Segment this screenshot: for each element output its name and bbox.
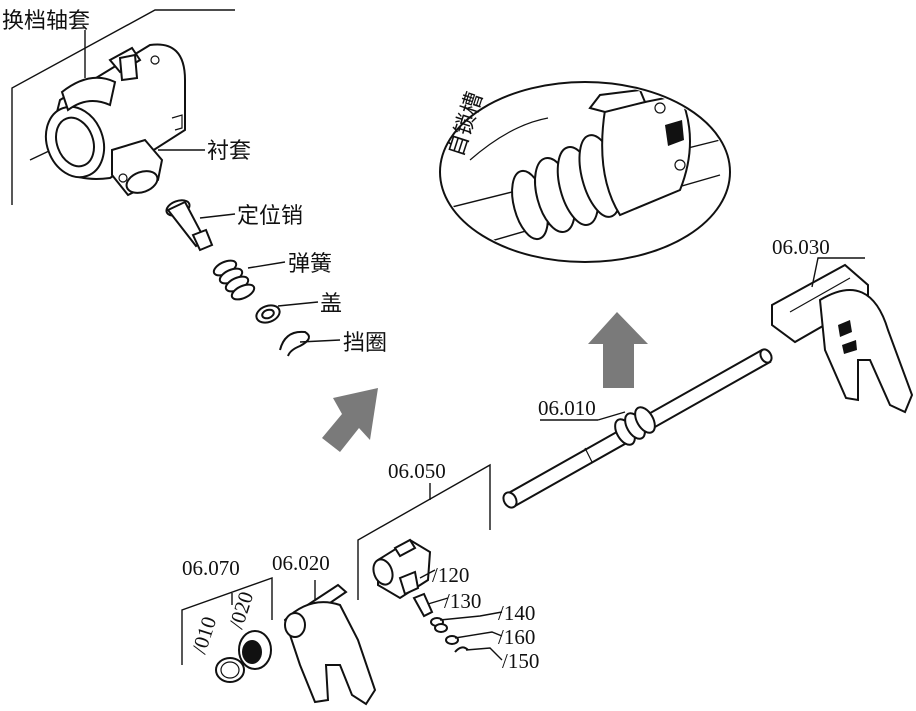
- sleeve-assembly-detail: 换档轴套 衬套 定位销 弹簧 盖 挡圈: [2, 9, 387, 357]
- part-number-130: /130: [444, 589, 481, 613]
- leader-160: [454, 631, 503, 639]
- label-retaining-ring: 挡圈: [343, 331, 387, 356]
- pin-part-small: [412, 592, 434, 618]
- ring-leader: [299, 339, 341, 343]
- part-number-010: /010: [187, 614, 221, 657]
- arrow-up: [588, 312, 648, 388]
- label-cap: 盖: [320, 292, 342, 317]
- label-bushing: 衬套: [207, 139, 251, 164]
- part-number-120: /120: [432, 563, 469, 587]
- cap-leader: [277, 301, 319, 307]
- spring-part: [212, 259, 256, 301]
- part-number-150: /150: [502, 649, 539, 673]
- fork-part-06-030: [771, 263, 914, 414]
- assembly-bracket-06-050: [357, 463, 491, 600]
- sleeve-bracket-line: [11, 9, 235, 205]
- retaining-ring-part: [279, 330, 310, 357]
- self-lock-groove-detail: 自锁槽: [439, 81, 731, 263]
- part-number-140: /140: [498, 601, 535, 625]
- part-number-06-030: 06.030: [772, 235, 830, 259]
- arrow-up-right: [322, 388, 378, 452]
- plug-part-06-070: [238, 630, 272, 670]
- pin-leader: [199, 213, 236, 219]
- locating-pin-part: [165, 199, 214, 252]
- spring-leader: [247, 261, 286, 269]
- part-number-06-010: 06.010: [538, 396, 596, 420]
- leader-06-030: [811, 257, 865, 288]
- ring-part-small: [454, 646, 469, 653]
- groove-leader: [469, 117, 549, 161]
- part-number-06-070: 06.070: [182, 556, 240, 580]
- leader-130: [427, 597, 449, 605]
- part-number-020: /020: [224, 589, 258, 632]
- part-number-06-050: 06.050: [388, 459, 446, 483]
- leader-120: [419, 569, 436, 579]
- part-number-160: /160: [498, 625, 535, 649]
- leader-06-010: [597, 411, 626, 421]
- leader-150: [465, 647, 503, 661]
- label-spring: 弹簧: [288, 252, 332, 277]
- cap-part: [255, 304, 281, 324]
- leader-140: [439, 611, 503, 621]
- shift-sleeve-part: [44, 43, 186, 197]
- label-locating-pin: 定位销: [237, 204, 303, 229]
- ring-part-06-070: [215, 657, 245, 683]
- spring-part-small: [430, 617, 448, 633]
- shaft-part-06-010: [502, 348, 773, 509]
- sleeve-part-small: [372, 538, 432, 600]
- label-shift-sleeve: 换档轴套: [2, 9, 90, 34]
- part-number-06-020: 06.020: [272, 551, 330, 575]
- fork-part-06-020: [283, 583, 377, 706]
- assembly-bracket-06-070: [181, 577, 273, 665]
